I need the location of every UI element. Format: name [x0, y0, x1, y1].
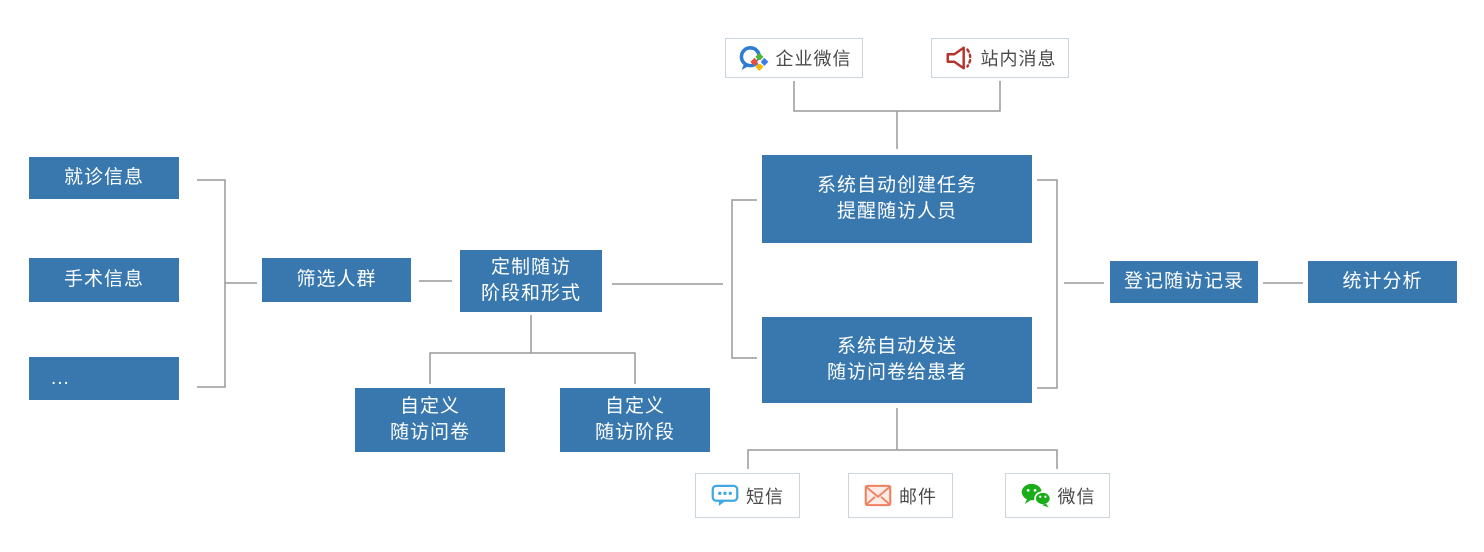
- site-message-icon: [944, 43, 974, 73]
- channel-wecom-label: 企业微信: [775, 49, 852, 69]
- node-auto-send-questionnaire: 系统自动发送 随访问卷给患者: [762, 317, 1032, 403]
- node-customize-stage-form: 定制随访 阶段和形式: [460, 250, 602, 312]
- node-register-record: 登记随访记录: [1110, 261, 1258, 303]
- node-visit-info: 就诊信息: [29, 157, 179, 199]
- channel-wechat: 微信: [1005, 473, 1110, 518]
- node-surgery-info: 手术信息: [29, 258, 179, 302]
- node-custom-questionnaire: 自定义 随访问卷: [355, 388, 505, 452]
- node-statistics-analysis: 统计分析: [1308, 261, 1457, 303]
- wechat-icon: [1020, 482, 1051, 509]
- node-filter-population: 筛选人群: [262, 258, 411, 302]
- channel-sms-label: 短信: [746, 486, 784, 507]
- channel-site-message: 站内消息: [931, 38, 1069, 78]
- node-auto-create-task: 系统自动创建任务 提醒随访人员: [762, 155, 1032, 243]
- channel-email: 邮件: [848, 473, 953, 518]
- email-icon: [864, 484, 892, 507]
- wecom-icon: [737, 44, 769, 73]
- channel-wechat-label: 微信: [1057, 486, 1096, 507]
- node-more-sources: ...: [29, 357, 179, 400]
- channel-site-message-label: 站内消息: [980, 49, 1057, 69]
- node-custom-stage: 自定义 随访阶段: [560, 388, 710, 452]
- channel-wecom: 企业微信: [725, 38, 863, 78]
- channel-email-label: 邮件: [899, 486, 937, 507]
- channel-sms: 短信: [695, 473, 800, 518]
- sms-icon: [711, 483, 739, 508]
